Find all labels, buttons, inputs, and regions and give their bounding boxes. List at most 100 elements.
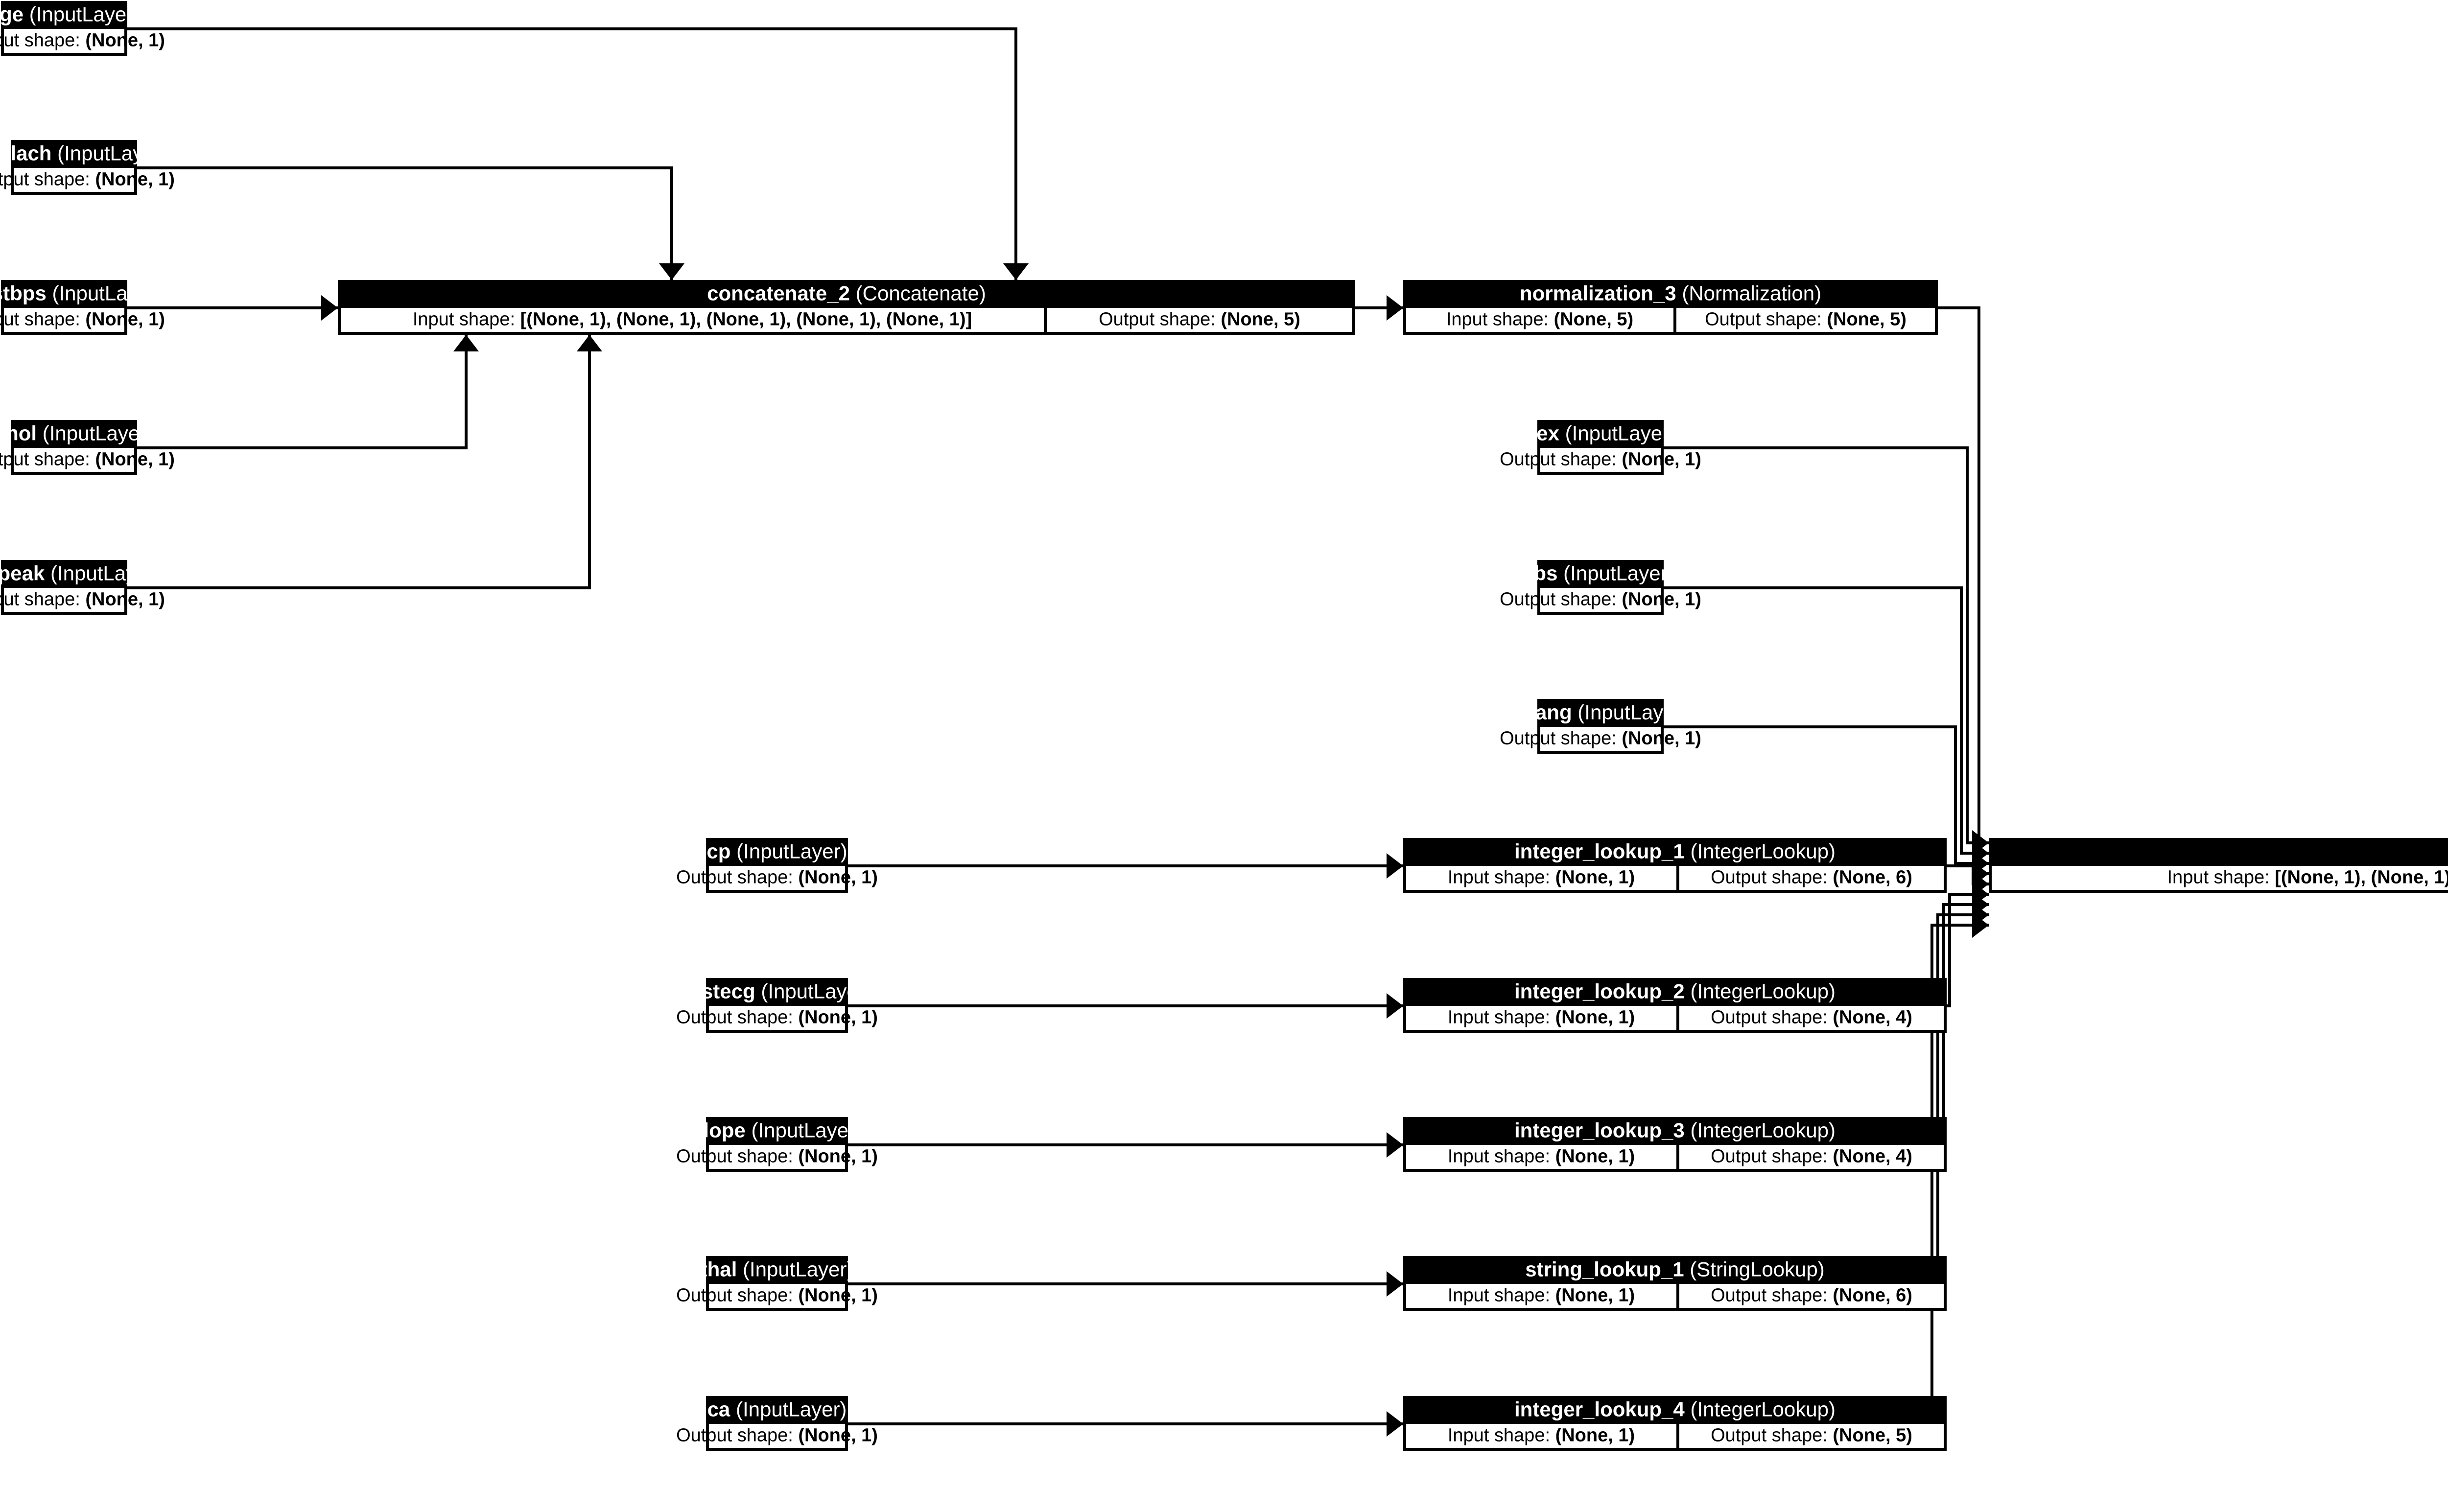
node-integer_lookup_3[interactable]: integer_lookup_3 (IntegerLookup) Input sh… (1403, 1117, 1947, 1172)
node-concatenate_3[interactable]: concatenate_3 (Concatenate)Input shape: … (1989, 838, 2448, 893)
node-integer_lookup_4[interactable]: integer_lookup_4 (IntegerLookup)Input sh… (1403, 1396, 1947, 1451)
svg-text:Output shape: (None, 1): Output shape: (None, 1) (0, 30, 165, 51)
node-title: fbs (InputLayer) (1527, 562, 1674, 585)
node-thalach[interactable]: thalach (InputLayer)Output shape: (None,… (0, 140, 175, 195)
input-shape-value: (None, 5) (1554, 309, 1634, 330)
nodes-layer: age (InputLayer)Output shape: (None, 1) t… (0, 1, 2448, 1451)
node-output-cell (1679, 1424, 1944, 1448)
node-title-type: (IntegerLookup) (1690, 1398, 1836, 1421)
edge-oldpeak-to-concatenate_2 (127, 335, 602, 589)
svg-text:Output shape: (None, 5): Output shape: (None, 5) (1099, 309, 1300, 330)
node-input-cell (1406, 1284, 1676, 1308)
node-normalization_3[interactable]: normalization_3 (Normalization)Input sha… (1403, 280, 1938, 335)
output-shape-label: Output shape: (1711, 1425, 1833, 1446)
node-title: integer_lookup_4 (IntegerLookup) (1514, 1398, 1836, 1421)
edge-restecg-to-integer_lookup_2 (848, 993, 1403, 1019)
node-title-name: concatenate_2 (707, 282, 855, 305)
output-shape-value: (None, 5) (1827, 309, 1907, 330)
svg-text:Input shape: [(None, 1), (None: Input shape: [(None, 1), (None, 1), (Non… (2167, 867, 2448, 888)
node-input-cell (1406, 866, 1676, 890)
output-shape-value: (None, 1) (85, 589, 165, 610)
node-title: concatenate_2 (Concatenate) (707, 282, 986, 305)
node-title: thal (InputLayer) (701, 1258, 854, 1281)
output-shape-label: Output shape: (1705, 309, 1827, 330)
node-trestbps[interactable]: trestbps (InputLayer) Output shape: (None… (0, 280, 165, 335)
output-shape-value: (None, 1) (798, 1425, 878, 1446)
node-title-name: integer_lookup_4 (1514, 1398, 1690, 1421)
input-shape-value: [(None, 1), (None, 1), (None, 1), (None,… (2275, 867, 2448, 888)
edge-trestbps-to-concatenate_2 (127, 295, 338, 321)
node-fbs[interactable]: fbs (InputLayer)Output shape: (None, 1) (1500, 560, 1701, 615)
node-thal[interactable]: thal (InputLayer)Output shape: (None, 1) (676, 1256, 878, 1311)
node-concatenate_2[interactable]: concatenate_2 (Concatenate)Input shape: … (338, 280, 1355, 335)
node-title-name: slope (692, 1119, 751, 1142)
node-input-cell (1406, 1006, 1676, 1030)
node-ca[interactable]: ca (InputLayer)Output shape: (None, 1) (676, 1396, 878, 1451)
node-sex[interactable]: sex (InputLayer)Output shape: (None, 1) (1500, 420, 1701, 475)
output-shape-label: Output shape: (676, 1146, 798, 1167)
svg-text:Output shape: (None, 1): Output shape: (None, 1) (0, 589, 165, 610)
node-integer_lookup_1[interactable]: integer_lookup_1 (IntegerLookup)Input sh… (1403, 838, 1947, 893)
node-output-cell (1540, 727, 1661, 751)
output-shape-label: Output shape: (676, 867, 798, 888)
node-title: cp (InputLayer) (706, 840, 847, 863)
svg-text:Input shape: (None, 1): Input shape: (None, 1) (1448, 1146, 1635, 1167)
node-output-cell (1540, 448, 1661, 472)
node-title: trestbps (InputLayer) (0, 282, 163, 305)
input-shape-value: (None, 1) (1555, 1007, 1635, 1028)
output-shape-label: Output shape: (676, 1425, 798, 1446)
node-title-name: thalach (0, 142, 57, 165)
node-title: slope (InputLayer) (692, 1119, 862, 1142)
svg-text:Output shape: (None, 4): Output shape: (None, 4) (1711, 1146, 1912, 1167)
node-title-type: (Concatenate) (856, 282, 986, 305)
input-shape-value: (None, 1) (1555, 1146, 1635, 1167)
input-shape-label: Input shape: (1448, 1285, 1555, 1306)
svg-text:Output shape: (None, 1): Output shape: (None, 1) (0, 309, 165, 330)
node-output-cell (4, 29, 124, 53)
edge-cp-to-integer_lookup_1 (848, 853, 1403, 879)
node-age[interactable]: age (InputLayer)Output shape: (None, 1) (0, 1, 165, 56)
node-title-name: normalization_3 (1520, 282, 1682, 305)
node-title-name: thal (701, 1258, 743, 1281)
output-shape-label: Output shape: (1711, 867, 1833, 888)
node-string_lookup_1[interactable]: string_lookup_1 (StringLookup)Input shap… (1403, 1256, 1947, 1311)
node-integer_lookup_2[interactable]: integer_lookup_2 (IntegerLookup) Input sh… (1403, 978, 1947, 1033)
output-shape-value: (None, 1) (798, 867, 878, 888)
svg-text:Input shape: (None, 1): Input shape: (None, 1) (1448, 1007, 1635, 1028)
output-shape-value: (None, 1) (85, 30, 165, 51)
input-shape-value: (None, 1) (1555, 1425, 1635, 1446)
node-input-cell (1406, 1145, 1676, 1169)
node-title-name: fbs (1527, 562, 1563, 585)
output-shape-label: Output shape: (1711, 1146, 1833, 1167)
svg-text:Output shape: (None, 1): Output shape: (None, 1) (676, 1007, 878, 1028)
node-oldpeak[interactable]: oldpeak (InputLayer)Output shape: (None,… (0, 560, 165, 615)
node-output-cell (4, 588, 124, 612)
node-slope[interactable]: slope (InputLayer)Output shape: (None, 1… (676, 1117, 878, 1172)
svg-text:Input shape: (None, 1): Input shape: (None, 1) (1448, 867, 1635, 888)
node-exang[interactable]: exang (InputLayer)Output shape: (None, 1… (1500, 699, 1701, 754)
node-chol[interactable]: chol (InputLayer)Output shape: (None, 1) (0, 420, 175, 475)
node-input-cell (1406, 308, 1673, 332)
node-title-type: (InputLayer) (1577, 701, 1688, 724)
node-output-cell (1679, 1006, 1944, 1030)
input-shape-value: (None, 1) (1555, 1285, 1635, 1306)
node-output-cell (1540, 588, 1661, 612)
node-title-type: (IntegerLookup) (1690, 1119, 1836, 1142)
node-title-name: cp (706, 840, 736, 863)
node-title-type: (InputLayer) (57, 142, 168, 165)
node-title: integer_lookup_3 (IntegerLookup) (1514, 1119, 1836, 1142)
node-output-cell (709, 1145, 845, 1169)
node-title: normalization_3 (Normalization) (1520, 282, 1821, 305)
node-restecg[interactable]: restecg (InputLayer)Output shape: (None,… (676, 978, 878, 1033)
node-cp[interactable]: cp (InputLayer) Output shape: (None, 1) (676, 838, 878, 893)
svg-text:Input shape: (None, 1): Input shape: (None, 1) (1448, 1285, 1635, 1306)
node-title-name: restecg (682, 980, 761, 1003)
edge-thal-to-string_lookup_1 (848, 1271, 1403, 1297)
node-title: integer_lookup_2 (IntegerLookup) (1514, 980, 1836, 1003)
node-output-cell (709, 1284, 845, 1308)
node-output-cell (1679, 1145, 1944, 1169)
output-shape-value: (None, 6) (1833, 1285, 1912, 1306)
svg-text:Output shape: (None, 1): Output shape: (None, 1) (0, 449, 175, 470)
